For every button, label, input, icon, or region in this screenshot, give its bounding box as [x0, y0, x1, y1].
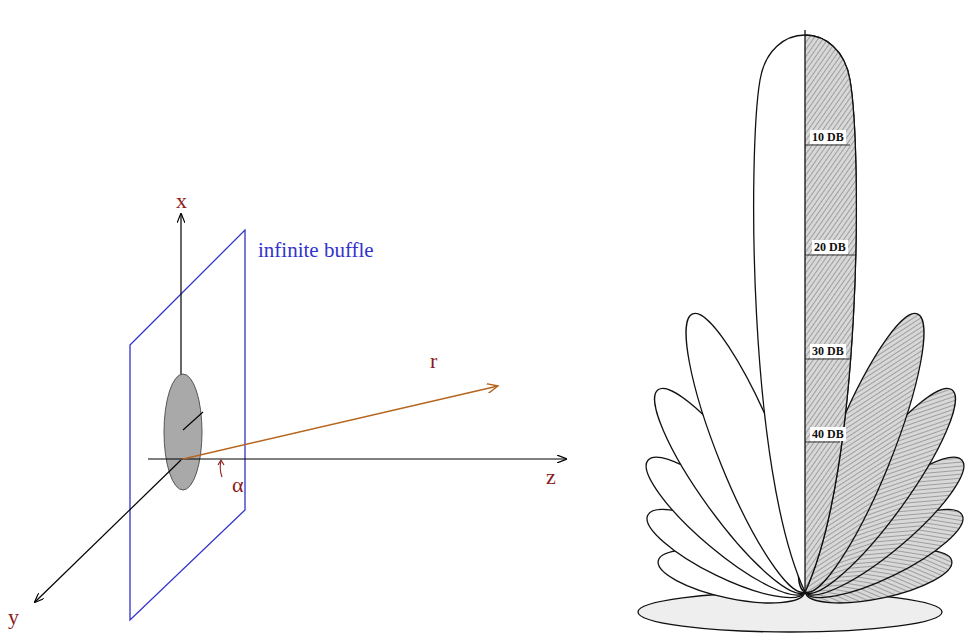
- axis-label: α: [232, 474, 244, 496]
- angle-arc: [220, 461, 222, 477]
- z-axis: [148, 458, 566, 459]
- level-label: 20 DB: [812, 240, 848, 254]
- main-lobe: [754, 30, 857, 592]
- level-label: 30 DB: [810, 344, 846, 358]
- axis-label: x: [176, 190, 187, 212]
- piston-disk: [164, 374, 202, 490]
- baffle-figure: [35, 214, 566, 620]
- radiation-pattern: [631, 30, 972, 632]
- axis-label: y: [8, 606, 19, 628]
- y-axis: [35, 460, 181, 602]
- axis-label: infinite buffle: [258, 240, 374, 261]
- angle-arrow: [218, 460, 224, 465]
- infinite-baffle: [130, 230, 245, 620]
- r-vector: [183, 386, 498, 459]
- level-label: 10 DB: [810, 130, 846, 144]
- level-label: 40 DB: [810, 427, 846, 441]
- axis-label: r: [430, 350, 437, 372]
- axis-label: z: [546, 466, 556, 488]
- axis-segment: [183, 412, 203, 430]
